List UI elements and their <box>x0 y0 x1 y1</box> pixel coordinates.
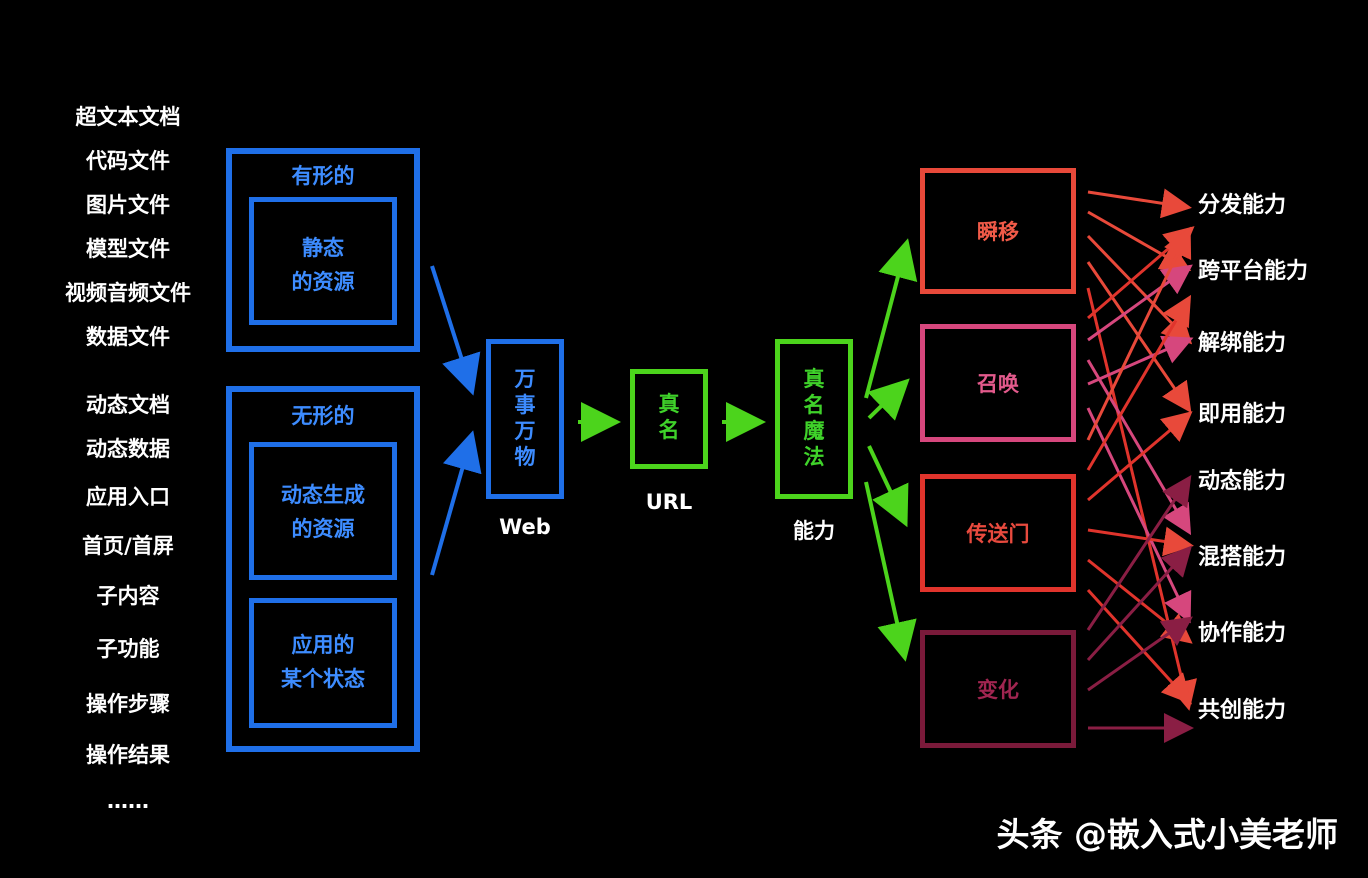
url-box-char: 名 <box>658 418 680 442</box>
url-box <box>630 369 708 469</box>
ability-item: 共创能力 <box>1198 698 1287 723</box>
static-resource-label: 静态 的资源 <box>249 231 397 299</box>
ability-item: 分发能力 <box>1198 193 1287 218</box>
true-name-magic-box <box>775 339 853 499</box>
capability-label: 召唤 <box>977 372 1019 396</box>
capability-label: 变化 <box>977 678 1019 702</box>
static-resource-box <box>249 197 397 325</box>
capability-label: 瞬移 <box>977 220 1019 244</box>
web-box-char: 万 <box>514 367 536 391</box>
arrow-intangible-to-web <box>430 430 482 576</box>
capability-summon-box: 召唤 <box>920 324 1076 442</box>
left-item: 首页/首屏 <box>82 534 174 558</box>
url-label: URL <box>645 490 693 514</box>
ability-item: 解绑能力 <box>1198 331 1287 356</box>
left-item: 数据文件 <box>86 325 170 349</box>
dynamic-resource-line: 的资源 <box>291 517 355 541</box>
intangible-title: 无形的 <box>291 404 355 428</box>
arrow-magic-to-summon <box>867 378 910 421</box>
left-item: 视频音频文件 <box>65 281 191 305</box>
left-item: 动态文档 <box>86 393 170 417</box>
capability-teleport-box: 瞬移 <box>920 168 1076 294</box>
left-item: 超文本文档 <box>75 105 181 129</box>
left-item: 动态数据 <box>86 437 170 461</box>
capability-label: 传送门 <box>966 522 1030 546</box>
web-box <box>486 339 564 499</box>
url-box-label: 真 名 <box>630 391 708 443</box>
left-item: …… <box>107 789 149 813</box>
web-box-label: 万 事 万 物 <box>486 366 564 470</box>
dynamic-resource-line: 动态生成 <box>281 483 365 507</box>
magic-box-char: 法 <box>803 445 825 469</box>
left-item: 操作步骤 <box>86 692 170 716</box>
app-state-label: 应用的 某个状态 <box>249 628 397 696</box>
ability-item: 协作能力 <box>1198 621 1287 646</box>
left-item: 代码文件 <box>86 149 170 173</box>
left-item: 图片文件 <box>86 193 170 217</box>
arrow-magic-to-portal <box>867 445 909 528</box>
left-item: 操作结果 <box>86 743 170 767</box>
capability-portal-box: 传送门 <box>920 474 1076 592</box>
true-name-magic-label: 真 名 魔 法 <box>775 366 853 470</box>
web-box-char: 万 <box>514 419 536 443</box>
ability-item: 即用能力 <box>1198 402 1287 427</box>
arrow-magic-to-transform <box>864 481 917 662</box>
app-state-line: 某个状态 <box>281 667 365 691</box>
app-state-box <box>249 598 397 728</box>
static-resource-line: 静态 <box>302 236 344 260</box>
ability-arrow-mesh <box>1086 188 1197 743</box>
ability-label: 能力 <box>793 519 835 543</box>
dynamic-resource-box <box>249 442 397 580</box>
web-label: Web <box>499 515 551 539</box>
left-item: 应用入口 <box>86 485 170 509</box>
arrow-tangible-to-web <box>430 265 481 396</box>
magic-box-char: 真 <box>803 367 825 391</box>
web-box-char: 物 <box>514 445 536 469</box>
ability-item: 混搭能力 <box>1198 545 1287 570</box>
web-box-char: 事 <box>514 393 536 417</box>
magic-box-char: 魔 <box>803 419 825 443</box>
ability-item: 动态能力 <box>1198 469 1287 494</box>
left-item: 子内容 <box>96 584 160 608</box>
app-state-line: 应用的 <box>291 633 355 657</box>
static-resource-line: 的资源 <box>291 270 355 294</box>
watermark: 头条 @嵌入式小美老师 <box>996 815 1339 854</box>
url-box-char: 真 <box>658 392 680 416</box>
magic-box-char: 名 <box>803 393 825 417</box>
intangible-group-box <box>226 386 420 752</box>
capability-transform-box: 变化 <box>920 630 1076 748</box>
tangible-title: 有形的 <box>291 164 355 188</box>
left-item: 子功能 <box>96 637 160 661</box>
dynamic-resource-label: 动态生成 的资源 <box>249 478 397 546</box>
left-item: 模型文件 <box>86 237 170 261</box>
tangible-group-box <box>226 148 420 352</box>
ability-item: 跨平台能力 <box>1198 259 1309 284</box>
arrow-magic-to-teleport <box>864 238 918 399</box>
